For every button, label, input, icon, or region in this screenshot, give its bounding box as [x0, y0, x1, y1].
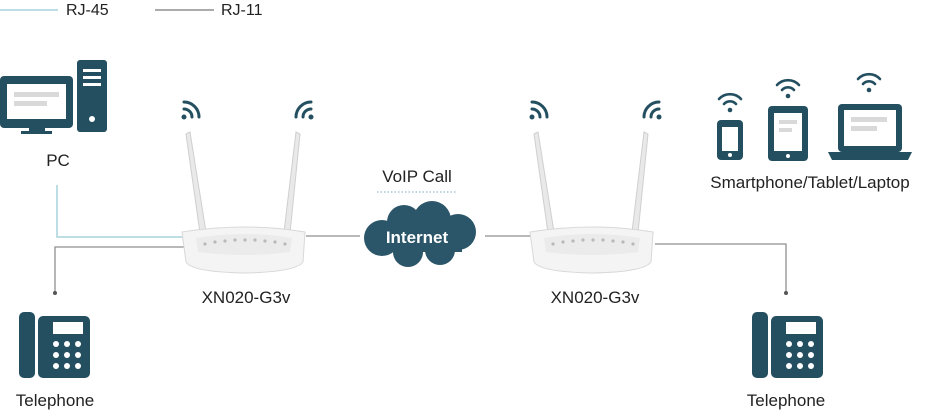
- telephone-left-label: Telephone: [16, 391, 94, 410]
- pc-label: PC: [46, 151, 70, 170]
- wifi-icon: [642, 100, 662, 120]
- router-right: [529, 100, 662, 274]
- legend: RJ-45 RJ-11: [0, 2, 263, 19]
- connections: [53, 185, 788, 295]
- router-right-label: XN020-G3v: [551, 288, 640, 307]
- legend-rj45-label: RJ-45: [66, 2, 109, 19]
- internet-cloud-icon: [364, 201, 476, 267]
- voip-call-label: VoIP Call: [382, 167, 452, 186]
- desk-telephone-icon: [752, 312, 823, 378]
- rj11-cable-telephone-left: [54, 246, 186, 293]
- wifi-icon: [856, 72, 882, 93]
- wifi-icon: [529, 100, 549, 120]
- wireless-devices-label: Smartphone/Tablet/Laptop: [710, 173, 909, 192]
- wifi-icon: [181, 100, 201, 120]
- rj11-endpoint-left: [53, 291, 57, 295]
- rj11-endpoint-right: [784, 291, 788, 295]
- router-left-label: XN020-G3v: [202, 288, 291, 307]
- smartphone-icon: [717, 120, 743, 160]
- rj11-cable-telephone-right: [655, 243, 787, 293]
- router-left: [181, 100, 314, 274]
- desk-telephone-icon: [19, 312, 90, 378]
- tablet-icon: [768, 106, 808, 161]
- telephone-right-label: Telephone: [747, 391, 825, 410]
- desktop-computer-icon: [0, 60, 107, 134]
- rj45-cable-pc: [56, 185, 186, 238]
- wifi-icon: [775, 78, 801, 99]
- internet-cloud-label: Internet: [386, 228, 449, 247]
- wifi-icon: [294, 100, 314, 120]
- laptop-icon: [828, 104, 912, 160]
- wifi-icon: [717, 92, 743, 113]
- legend-rj11-label: RJ-11: [221, 2, 263, 19]
